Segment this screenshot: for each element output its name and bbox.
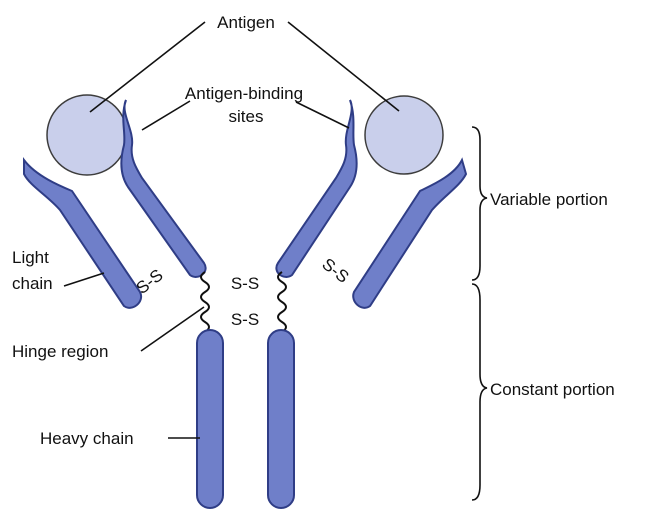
variable-brace xyxy=(471,126,488,281)
left-antigen xyxy=(46,94,128,176)
light-chain-leader xyxy=(63,272,105,287)
right-heavy-stem xyxy=(267,329,295,509)
antigen-leader-right xyxy=(287,21,400,112)
right-antigen xyxy=(364,95,444,175)
antigen-leader-left xyxy=(89,21,206,113)
light-chain-label-line1: Light xyxy=(12,248,49,267)
light-chain-label-line2: chain xyxy=(12,274,53,293)
hinge-region-label: Hinge region xyxy=(12,342,108,361)
disulfide-bond-hinge-bottom: S-S xyxy=(231,310,259,329)
binding-sites-label-line1: Antigen-binding xyxy=(185,84,303,103)
heavy-chain-label: Heavy chain xyxy=(40,429,134,448)
antigen-label: Antigen xyxy=(217,13,275,32)
disulfide-bond-hinge-top: S-S xyxy=(231,274,259,293)
right-hinge-squiggle xyxy=(277,271,287,333)
left-light-chain xyxy=(23,157,143,309)
binding-sites-label-line2: sites xyxy=(229,107,264,126)
right-light-chain xyxy=(352,157,468,309)
constant-brace xyxy=(471,283,488,501)
disulfide-bond-right: S-S xyxy=(318,254,352,286)
left-heavy-arm xyxy=(120,99,207,278)
left-hinge-squiggle xyxy=(200,271,210,333)
hinge-leader xyxy=(140,306,205,352)
constant-portion-label: Constant portion xyxy=(490,380,615,399)
binding-leader-right xyxy=(295,101,350,129)
variable-portion-label: Variable portion xyxy=(490,190,608,209)
binding-leader-left xyxy=(141,100,191,131)
left-heavy-stem xyxy=(196,329,224,509)
